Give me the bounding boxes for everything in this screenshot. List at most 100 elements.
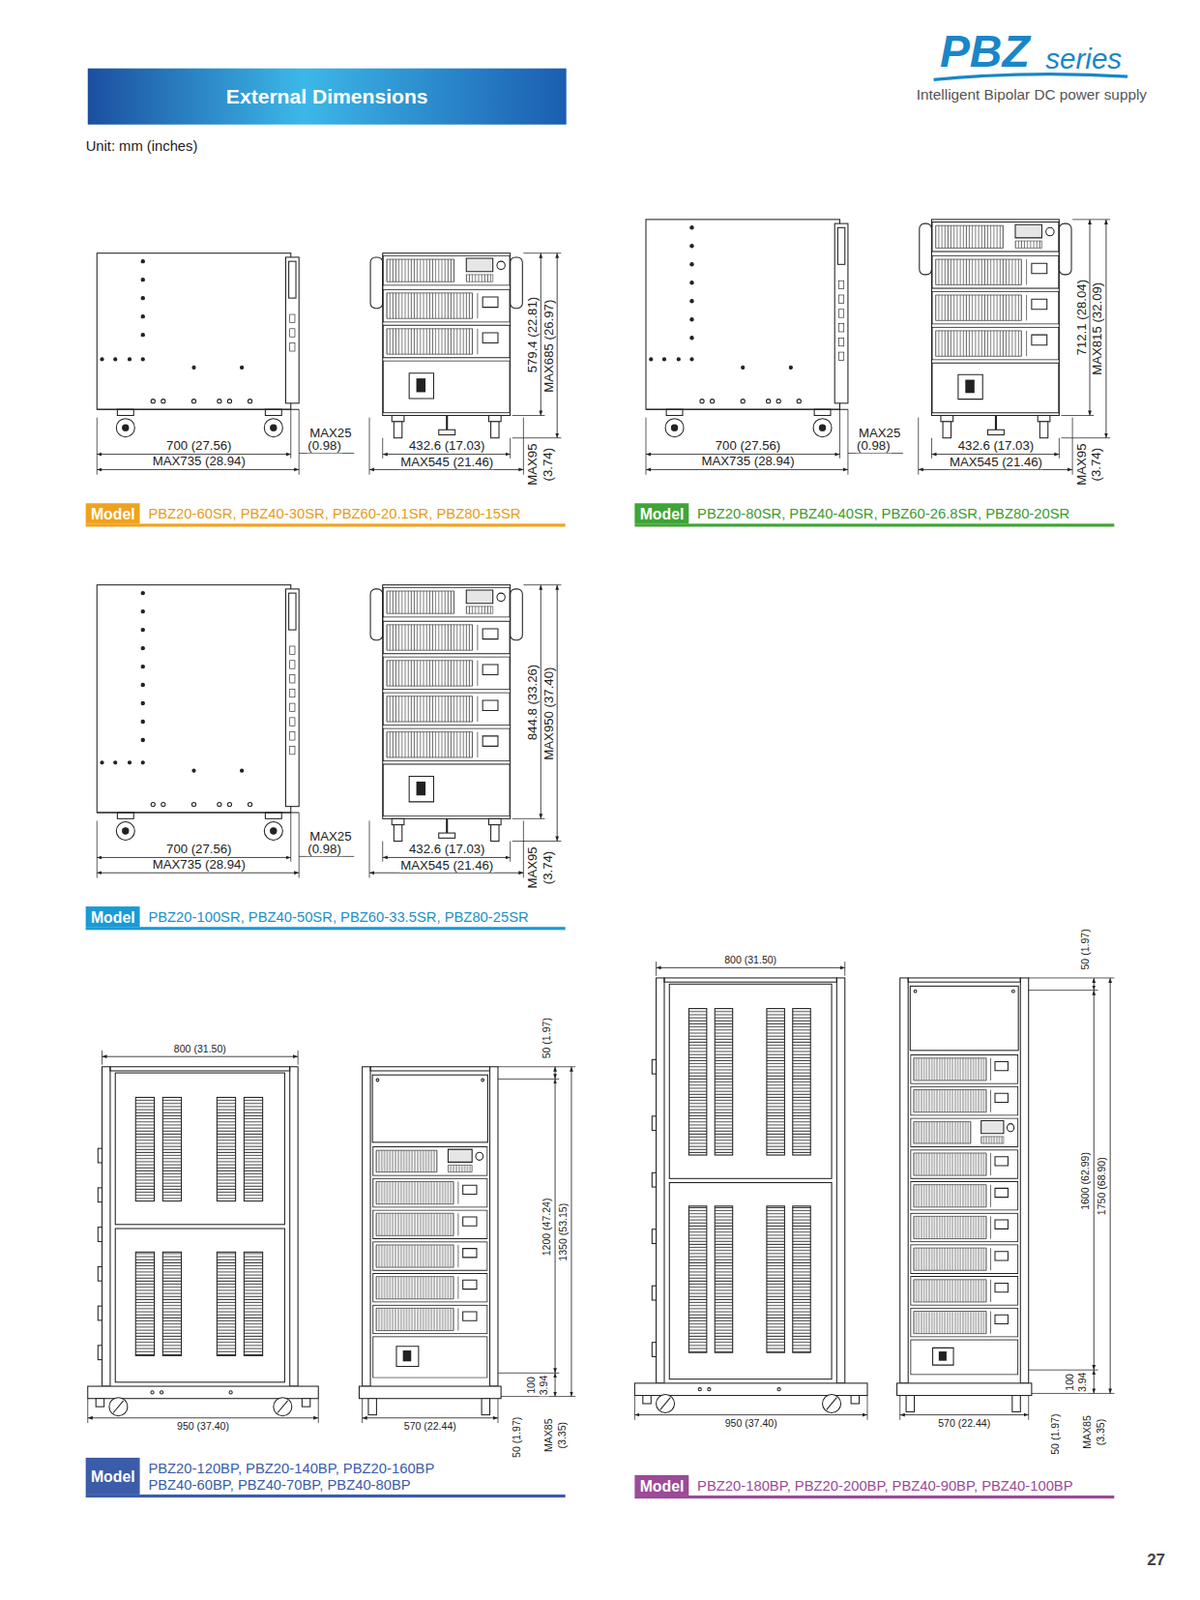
wheel-hub	[270, 827, 277, 834]
power-unit	[932, 326, 1059, 360]
dimension-label: MAX25	[308, 427, 352, 440]
power-unit	[373, 1304, 488, 1334]
vent-louver	[135, 1096, 154, 1200]
power-unit	[910, 1180, 1019, 1210]
wheel	[109, 1397, 128, 1416]
bolt	[700, 399, 704, 404]
dimension-label: 800 (31.50)	[173, 1044, 228, 1055]
bolt	[217, 399, 222, 404]
wheel-hub	[819, 424, 825, 431]
bolt	[766, 399, 771, 404]
wheel	[665, 418, 684, 438]
control-unit	[910, 1117, 1019, 1147]
wheel	[822, 1393, 842, 1412]
bolt	[161, 399, 166, 404]
page-number: 27	[1146, 1551, 1166, 1568]
caster-wheel	[491, 824, 499, 842]
power-unit	[910, 1244, 1019, 1274]
model-tag: Model	[634, 502, 689, 524]
extension-line	[509, 438, 511, 459]
caster-bracket	[1037, 414, 1051, 421]
extension-line	[297, 1050, 299, 1065]
dimension-line	[87, 1416, 319, 1418]
screw-dot	[690, 263, 694, 266]
dimension-line	[556, 585, 558, 842]
screw-dot	[789, 365, 792, 369]
screw-dot	[649, 357, 653, 361]
vent-louver	[162, 1096, 181, 1200]
screw-dot	[141, 645, 145, 649]
unit-note: Unit: mm (inches)	[86, 139, 199, 154]
extension-line	[1031, 1392, 1114, 1394]
top-rail	[664, 977, 837, 982]
dimension-line	[556, 253, 558, 439]
dimension-label: MAX25	[857, 427, 902, 440]
vent-louver	[792, 1008, 811, 1155]
dimension-label: 800 (31.50)	[723, 955, 778, 966]
leveler-stem	[445, 414, 448, 430]
side-latch	[97, 1187, 102, 1202]
bolt	[247, 399, 252, 404]
rack-rail	[285, 257, 299, 404]
model-tag: Model	[86, 1457, 141, 1494]
rack-rail	[834, 223, 849, 404]
power-unit	[932, 291, 1059, 324]
rack-rail	[285, 588, 299, 807]
model-list: PBZ20-80SR, PBZ40-40SR, PBZ60-26.8SR, PB…	[689, 502, 1079, 524]
side-latch	[651, 1115, 656, 1131]
side-latch	[651, 1058, 656, 1074]
dimension-line	[656, 966, 846, 968]
dimension-label: 432.6 (17.03)	[957, 439, 1036, 453]
leader-line	[298, 855, 354, 857]
screw-dot	[100, 357, 104, 361]
side-latch	[651, 1342, 656, 1357]
bolt	[150, 1390, 154, 1394]
blank-panel	[909, 985, 1019, 1050]
extension-line	[497, 1372, 559, 1374]
extension-line	[839, 409, 841, 459]
screw-dot	[141, 760, 145, 764]
extension-line	[87, 1398, 88, 1423]
power-unit	[910, 1276, 1019, 1306]
screw-dot	[690, 336, 694, 340]
model-tag: Model	[634, 1474, 689, 1495]
rail-slot	[290, 745, 295, 754]
leader-line	[298, 452, 354, 454]
dimension-label: 432.6 (17.03)	[408, 842, 487, 855]
dimension-label: MAX85	[543, 1416, 555, 1453]
wheel	[656, 1393, 675, 1412]
power-unit	[382, 620, 510, 654]
extension-line	[290, 812, 292, 862]
bolt	[191, 801, 196, 806]
rail-slot	[838, 337, 844, 346]
handle	[1058, 223, 1072, 275]
dimension-label: 1600 (62.99)	[1081, 1149, 1092, 1210]
extension-line	[523, 584, 561, 586]
frame-post	[362, 1066, 371, 1386]
screw-dot	[192, 768, 196, 772]
extension-line	[1027, 1395, 1029, 1420]
bolt	[227, 399, 232, 404]
bolt	[229, 1390, 233, 1394]
side-panel	[115, 1072, 285, 1225]
rail-slot	[290, 731, 295, 740]
caster-wheel	[491, 421, 499, 439]
dimension-line	[645, 468, 849, 470]
screw-dot	[127, 357, 131, 361]
section-title: External Dimensions	[226, 85, 429, 109]
base-unit	[932, 362, 1059, 413]
rail-slot	[838, 323, 844, 332]
rail-slot	[290, 314, 295, 322]
extension-line	[497, 1398, 498, 1423]
dimension-label: 844.8 (33.26)	[526, 662, 539, 741]
caster-bracket	[488, 414, 501, 421]
extension-line	[512, 818, 546, 820]
vent-louver	[216, 1251, 235, 1355]
dimension-line	[634, 1413, 868, 1415]
dimension-label: 3.94	[1077, 1371, 1088, 1394]
vent-louver	[766, 1205, 785, 1352]
dimension-line	[540, 585, 542, 820]
dimension-label: (0.98)	[855, 439, 892, 453]
vent-louver	[766, 1008, 785, 1155]
